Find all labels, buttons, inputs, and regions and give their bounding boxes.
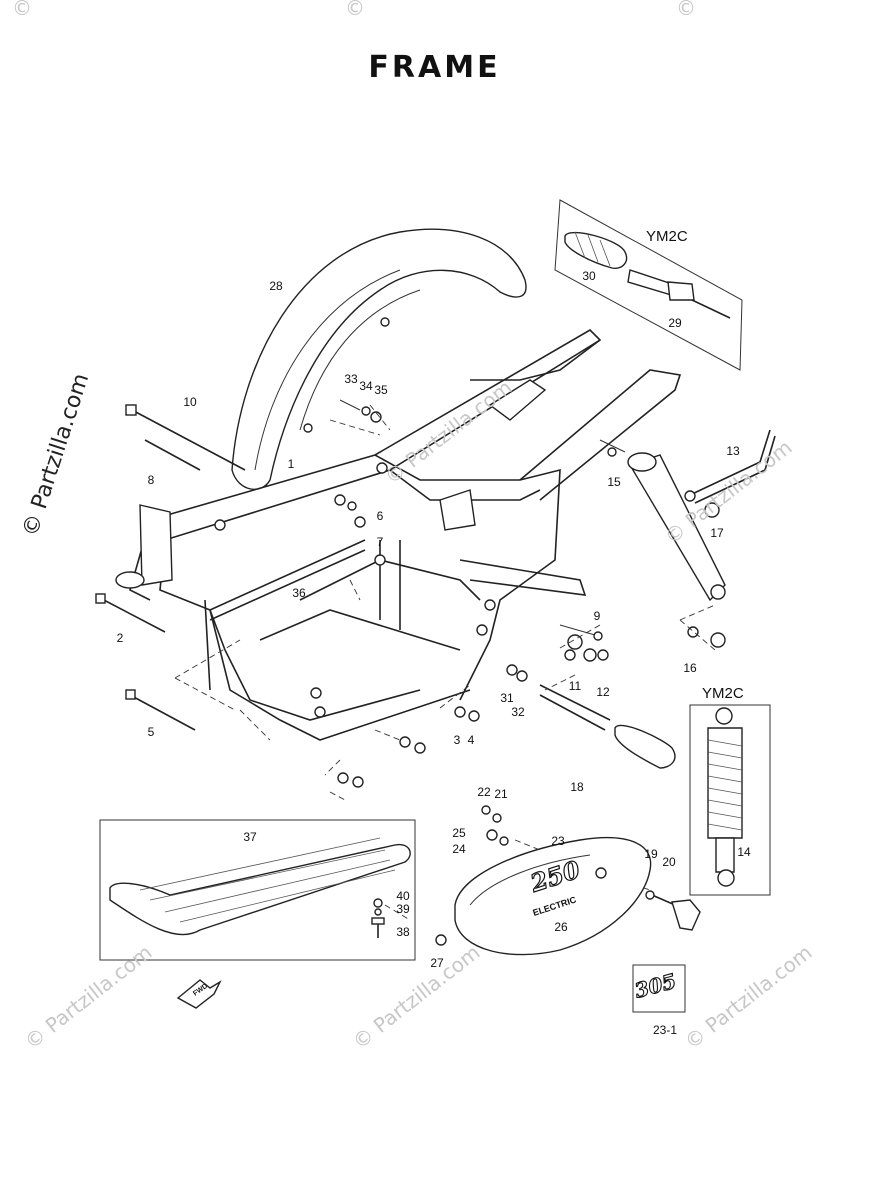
callout-34: 34 xyxy=(359,379,373,393)
callout-25: 25 xyxy=(452,826,466,840)
badge-number: 305 xyxy=(632,969,679,1003)
dashed-leaders xyxy=(174,404,716,921)
callout-4: 4 xyxy=(468,733,475,747)
watermark-top-mid: © xyxy=(345,0,365,20)
variant-label-shock: YM2C xyxy=(702,685,744,702)
callout-40: 40 xyxy=(396,889,410,903)
rear-fender xyxy=(231,228,527,490)
callout-5: 5 xyxy=(148,725,155,739)
callout-16: 16 xyxy=(683,661,697,675)
callout-35: 35 xyxy=(374,383,388,397)
callout-11: 11 xyxy=(569,679,582,693)
floor-mat-box xyxy=(99,819,416,961)
callout-30: 30 xyxy=(582,269,596,283)
side-cover xyxy=(454,836,652,956)
callout-33: 33 xyxy=(344,372,358,386)
watermark-top-left: © xyxy=(12,0,32,20)
callout-36: 36 xyxy=(292,586,306,600)
callout-7: 7 xyxy=(377,535,384,549)
callout-23: 23 xyxy=(551,834,565,848)
ym2c-grip-box xyxy=(554,199,743,371)
ym2c-shock-box xyxy=(689,704,771,896)
callout-14: 14 xyxy=(737,845,751,859)
footrest-right xyxy=(506,664,676,769)
knob-bolt xyxy=(645,890,701,931)
callout-13: 13 xyxy=(726,444,740,458)
callout-18: 18 xyxy=(570,780,584,794)
watermark-top-right: © xyxy=(676,0,696,20)
callout-38: 38 xyxy=(396,925,410,939)
callout-20: 20 xyxy=(662,855,676,869)
page-title: FRAME xyxy=(368,50,501,85)
callout-17: 17 xyxy=(710,526,724,540)
callout-6: 6 xyxy=(377,509,384,523)
callout-8: 8 xyxy=(148,473,155,487)
callout-29: 29 xyxy=(668,316,682,330)
callout-39: 39 xyxy=(396,902,410,916)
fasteners xyxy=(334,399,609,946)
callout-1: 1 xyxy=(288,457,295,471)
callout-24: 24 xyxy=(452,842,466,856)
long-bolts xyxy=(95,404,366,731)
callout-32: 32 xyxy=(511,705,525,719)
callout-26: 26 xyxy=(554,920,568,934)
stay-bar xyxy=(684,429,776,504)
callout-37: 37 xyxy=(243,830,257,844)
callout-21: 21 xyxy=(494,787,508,801)
variant-label-grip: YM2C xyxy=(646,228,688,245)
callout-22: 22 xyxy=(477,785,491,799)
callout-28: 28 xyxy=(269,279,283,293)
callout-15: 15 xyxy=(607,475,621,489)
callout-12: 12 xyxy=(596,685,610,699)
callout-27: 27 xyxy=(430,956,444,970)
callout-31: 31 xyxy=(500,691,514,705)
callout-19: 19 xyxy=(644,847,658,861)
fwd-arrow-icon xyxy=(176,979,222,1009)
main-frame xyxy=(115,328,682,741)
callout-23-1: 23-1 xyxy=(653,1023,677,1037)
callout-9: 9 xyxy=(594,609,601,623)
badge-box xyxy=(632,964,686,1013)
callout-10: 10 xyxy=(183,395,197,409)
callout-2: 2 xyxy=(117,631,124,645)
callout-3: 3 xyxy=(454,733,461,747)
rear-shock-installed xyxy=(599,439,726,648)
